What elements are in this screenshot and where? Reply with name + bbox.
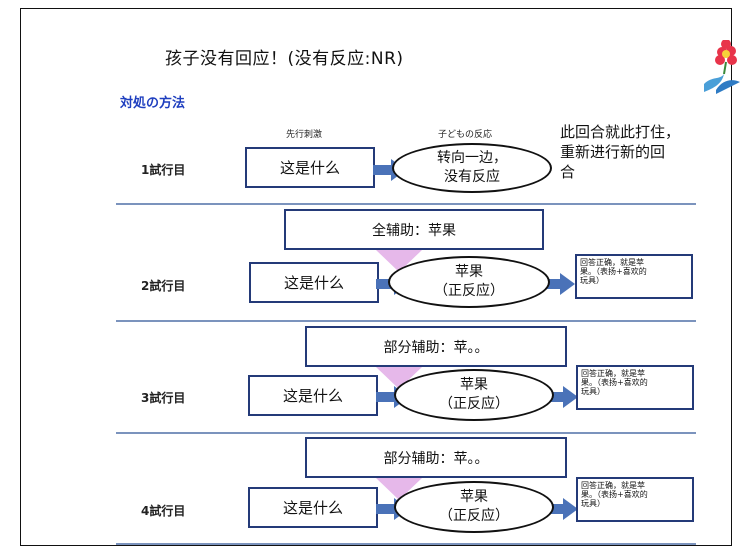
trial-1-note: 此回合就此打住， 重新进行新的回 合 xyxy=(560,122,680,182)
trial-1-response-line-2: 没有反应 xyxy=(444,169,500,185)
slide-subtitle: 対処の方法 xyxy=(120,96,186,111)
separator-4 xyxy=(116,543,696,545)
trial-4-response-oval: 苹果 （正反应） xyxy=(394,481,554,533)
trial-2-result-line-3: 玩具） xyxy=(580,276,604,285)
trial-2-prompt-text: 全辅助：苹果 xyxy=(372,222,456,239)
trial-4-result-arrow-icon xyxy=(545,498,578,520)
trial-1-label: 1試行目 xyxy=(141,163,186,177)
trial-3-prompt-text: 部分辅助：苹。。 xyxy=(383,339,489,356)
trial-4-prompt-text: 部分辅助：苹。。 xyxy=(383,450,489,467)
trial-2-result-line-1: 回答正确，就是苹 xyxy=(580,258,644,267)
trial-2-result-box: 回答正确，就是苹 果。（表扬+喜欢的 玩具） xyxy=(575,254,693,299)
header-antecedent: 先行刺激 xyxy=(286,130,323,140)
trial-2-response-oval: 苹果 （正反应） xyxy=(388,256,550,308)
trial-4-response-line-1: 苹果 xyxy=(460,489,488,505)
flower-decoration-icon xyxy=(704,40,740,94)
trial-3-prompt-triangle xyxy=(376,367,422,389)
trial-2-stimulus-box: 这是什么 xyxy=(249,262,379,303)
trial-2-prompt-box: 全辅助：苹果 xyxy=(284,209,544,250)
trial-3-result-line-3: 玩具） xyxy=(581,387,605,396)
trial-3-stimulus-box: 这是什么 xyxy=(248,375,378,416)
trial-3-result-line-1: 回答正确，就是苹 xyxy=(581,369,645,378)
trial-3-response-line-1: 苹果 xyxy=(460,377,488,393)
trial-1-note-line-1: 此回合就此打住， xyxy=(560,123,681,141)
trial-3-label: 3試行目 xyxy=(141,391,186,405)
trial-4-result-box: 回答正确，就是苹 果。（表扬+喜欢的 玩具） xyxy=(576,477,694,522)
separator-1 xyxy=(116,203,696,205)
slide-title: 孩子没有回应！(没有反应:NR) xyxy=(165,49,404,69)
trial-4-response-line-2: （正反应） xyxy=(439,508,509,524)
trial-4-result-line-1: 回答正确，就是苹 xyxy=(581,481,645,490)
trial-3-response-line-2: （正反应） xyxy=(439,396,509,412)
header-response: 子どもの反応 xyxy=(438,130,493,140)
trial-3-response-oval: 苹果 （正反应） xyxy=(394,369,554,421)
trial-1-note-line-2: 重新进行新的回 xyxy=(560,143,666,161)
separator-2 xyxy=(116,320,696,322)
trial-2-result-arrow-icon xyxy=(542,273,575,295)
trial-4-stimulus-box: 这是什么 xyxy=(248,487,378,528)
trial-3-stimulus-text: 这是什么 xyxy=(282,387,343,405)
trial-4-stimulus-text: 这是什么 xyxy=(282,499,343,517)
trial-4-result-line-2: 果。（表扬+喜欢的 xyxy=(581,490,648,499)
trial-4-result-line-3: 玩具） xyxy=(581,499,605,508)
trial-4-label: 4試行目 xyxy=(141,504,186,518)
trial-2-stimulus-text: 这是什么 xyxy=(283,274,344,292)
trial-1-response-oval: 转向一边， 没有反应 xyxy=(392,143,552,193)
trial-3-prompt-box: 部分辅助：苹。。 xyxy=(305,326,567,367)
trial-2-result-line-2: 果。（表扬+喜欢的 xyxy=(580,267,647,276)
trial-1-response-line-1: 转向一边， xyxy=(437,150,507,166)
trial-4-prompt-box: 部分辅助：苹。。 xyxy=(305,437,567,478)
trial-1-stimulus-box: 这是什么 xyxy=(245,147,375,188)
trial-2-prompt-triangle xyxy=(376,250,422,272)
trial-1-note-line-3: 合 xyxy=(560,163,576,181)
trial-3-result-arrow-icon xyxy=(545,386,578,408)
trial-2-response-line-1: 苹果 xyxy=(455,264,483,280)
trial-2-label: 2試行目 xyxy=(141,279,186,293)
trial-2-response-line-2: （正反应） xyxy=(434,283,504,299)
trial-3-result-line-2: 果。（表扬+喜欢的 xyxy=(581,378,648,387)
separator-3 xyxy=(116,432,696,434)
trial-4-prompt-triangle xyxy=(376,478,422,500)
trial-1-stimulus-text: 这是什么 xyxy=(279,159,340,177)
trial-3-result-box: 回答正确，就是苹 果。（表扬+喜欢的 玩具） xyxy=(576,365,694,410)
